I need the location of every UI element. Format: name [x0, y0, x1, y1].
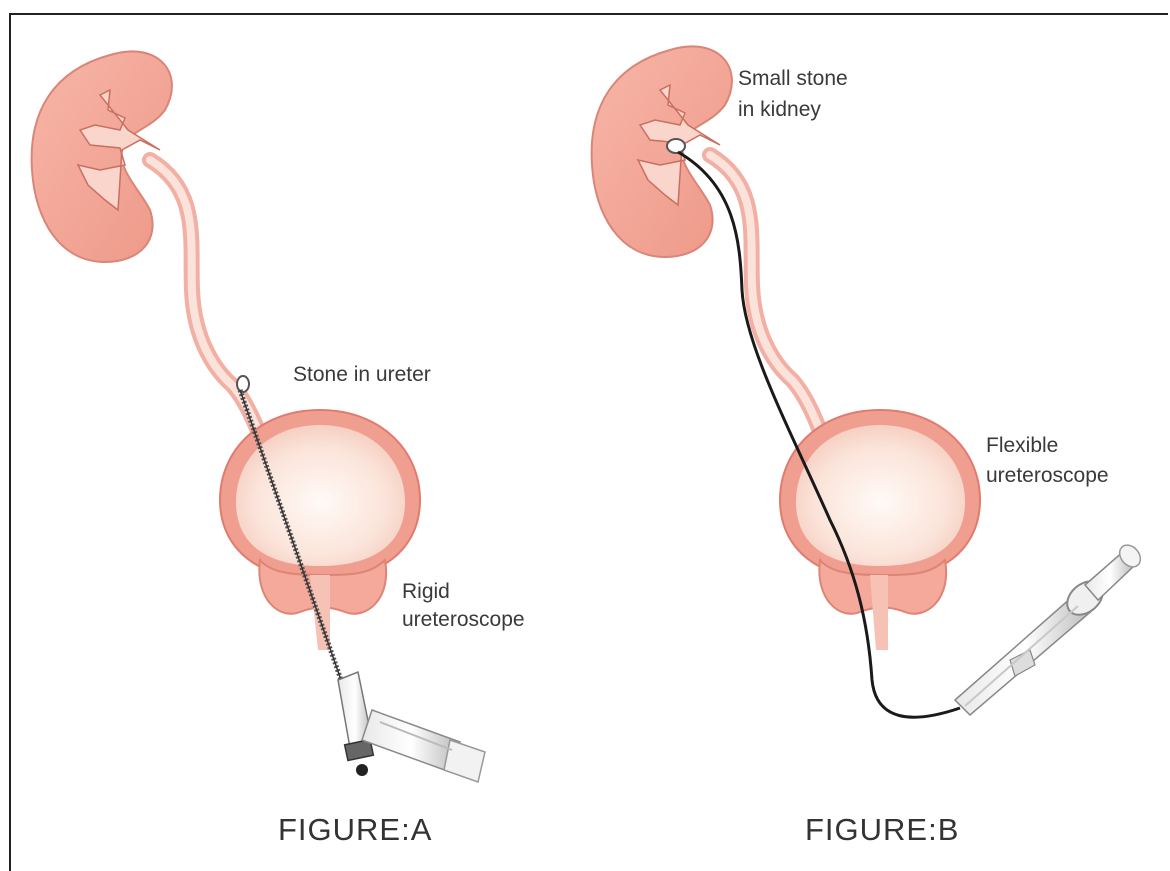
flexible-label: Flexible	[986, 432, 1058, 460]
figure-a-illustration	[32, 51, 485, 782]
rigid-ureteroscope-label: ureteroscope	[402, 606, 525, 634]
bladder-b	[780, 410, 980, 650]
ureter-stone	[237, 376, 249, 392]
rigid-scope-handle	[338, 672, 485, 782]
flexible-ureteroscope-label: ureteroscope	[986, 462, 1109, 490]
rigid-label: Rigid	[402, 578, 450, 606]
stone-in-ureter-label: Stone in ureter	[293, 361, 431, 389]
in-kidney-label: in kidney	[738, 96, 821, 124]
kidney-stone	[667, 139, 685, 153]
figure-a-caption: FIGURE:A	[278, 812, 432, 848]
small-stone-label: Small stone	[738, 65, 848, 93]
figure-b-caption: FIGURE:B	[805, 812, 959, 848]
figure-b-illustration	[592, 46, 1145, 717]
flexible-scope-handle	[955, 541, 1145, 715]
